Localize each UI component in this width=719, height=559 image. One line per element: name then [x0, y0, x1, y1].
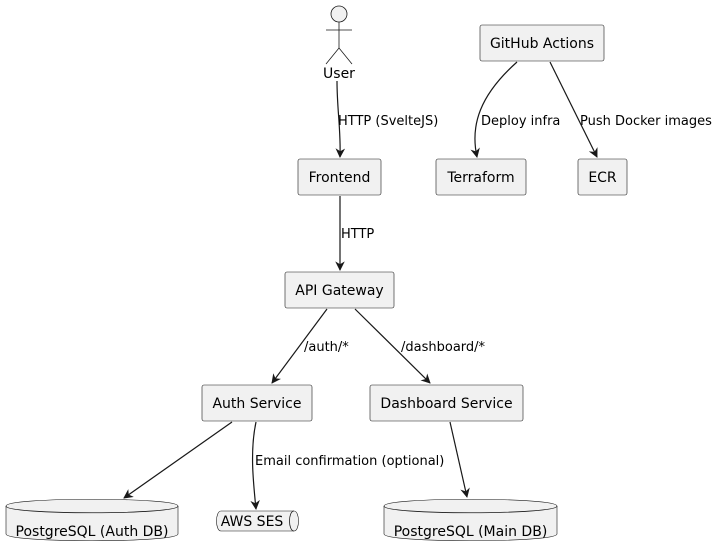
edge-api-dashboard: /dashboard/* [354, 308, 486, 384]
postgres-main-db-label: PostgreSQL (Main DB) [394, 524, 548, 540]
postgres-auth-db-label: PostgreSQL (Auth DB) [16, 524, 169, 540]
edge-auth-ses: Email confirmation (optional) [250, 421, 444, 510]
edge-label-user-frontend: HTTP (SvelteJS) [338, 114, 438, 129]
edge-github-ecr: Push Docker images [549, 61, 712, 158]
aws-ses-node: AWS SES [216, 510, 299, 532]
edge-frontend-api: HTTP [335, 196, 374, 271]
dashboard-service-label: Dashboard Service [380, 396, 512, 412]
postgres-main-db-node: PostgreSQL (Main DB) [383, 498, 558, 542]
user-head-icon [330, 5, 348, 23]
frontend-label: Frontend [309, 170, 371, 186]
frontend-node: Frontend [297, 158, 382, 196]
api-gateway-label: API Gateway [295, 283, 383, 299]
github-actions-label: GitHub Actions [490, 36, 594, 52]
auth-service-node: Auth Service [201, 384, 313, 422]
ecr-node: ECR [577, 158, 628, 196]
auth-service-label: Auth Service [212, 396, 301, 412]
edge-label-frontend-api: HTTP [341, 227, 374, 242]
edge-github-terraform: Deploy infra [470, 61, 560, 158]
edge-auth-postgres [123, 421, 233, 499]
terraform-node: Terraform [435, 158, 527, 196]
api-gateway-node: API Gateway [284, 271, 395, 309]
edge-label-api-auth: /auth/* [304, 340, 349, 355]
edge-dashboard-postgres [449, 421, 470, 498]
user-label: User [323, 66, 355, 82]
terraform-label: Terraform [446, 170, 514, 186]
edge-api-auth: /auth/* [271, 308, 349, 384]
edge-label-api-dashboard: /dashboard/* [401, 340, 486, 355]
github-actions-node: GitHub Actions [479, 24, 605, 62]
edge-label-github-terraform: Deploy infra [481, 114, 560, 129]
postgres-auth-db-node: PostgreSQL (Auth DB) [5, 498, 179, 542]
ecr-label: ECR [588, 170, 617, 186]
dashboard-service-node: Dashboard Service [369, 384, 524, 422]
edge-user-frontend: HTTP (SvelteJS) [335, 80, 438, 158]
aws-ses-label: AWS SES [221, 514, 284, 530]
edge-label-github-ecr: Push Docker images [580, 114, 712, 129]
user-actor: User [323, 5, 355, 82]
edge-label-auth-ses: Email confirmation (optional) [255, 454, 444, 469]
